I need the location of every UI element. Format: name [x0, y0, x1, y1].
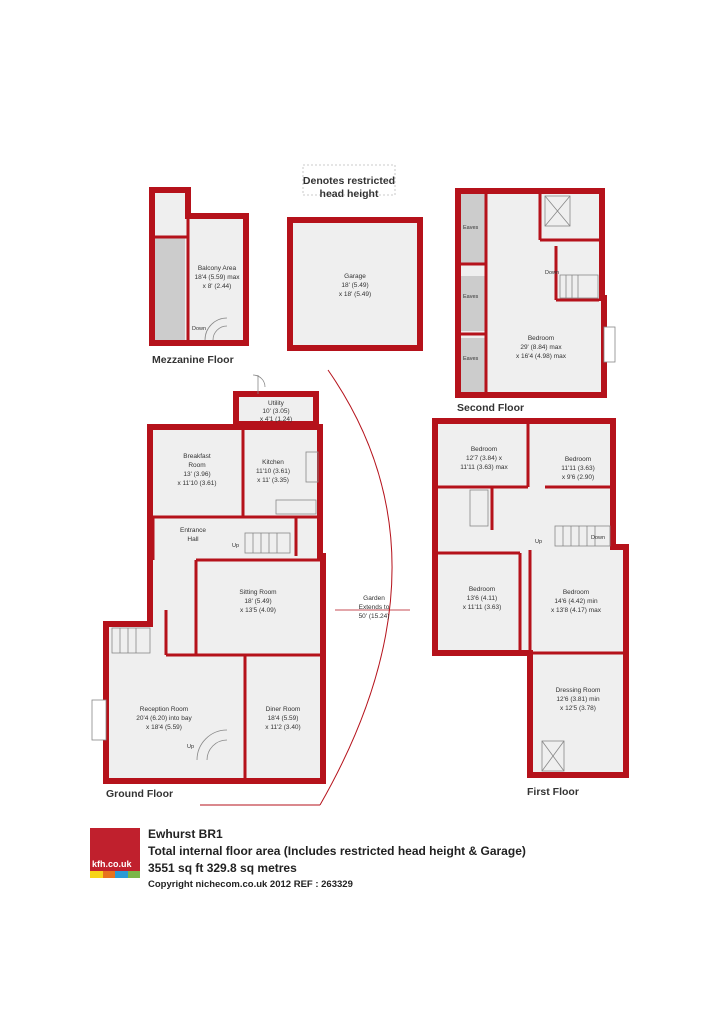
kitchen-dim2: x 11' (3.35)	[257, 477, 289, 484]
reception-name: Reception Room	[140, 706, 188, 713]
floor-area-note: Total internal floor area (Includes rest…	[148, 844, 526, 858]
entrance-name-2: Hall	[187, 536, 199, 543]
sitting-dim2: x 13'5 (4.09)	[240, 607, 276, 614]
first-up-mark: Up	[535, 539, 542, 545]
dressing-dim1: 12'6 (3.81) min	[556, 696, 600, 703]
legend-line-2: head height	[320, 188, 379, 200]
property-info: Ewhurst BR1 Total internal floor area (I…	[148, 826, 526, 892]
second-down-mark: Down	[545, 270, 559, 276]
bed4-dim2: x 13'8 (4.17) max	[551, 607, 602, 614]
kitchen-name: Kitchen	[262, 459, 284, 466]
balcony-dim1: 18'4 (5.59) max	[195, 274, 241, 281]
first-floor-label: First Floor	[527, 786, 579, 798]
property-title: Ewhurst BR1	[148, 827, 223, 841]
garden-line-2: Extends to	[359, 604, 390, 611]
logo-strip-blue	[115, 871, 128, 878]
first-down-mark: Down	[591, 535, 605, 541]
diner-dim1: 18'4 (5.59)	[268, 715, 299, 722]
dressing-dim2: x 12'5 (3.78)	[560, 705, 596, 712]
logo-colour-strip	[90, 871, 140, 878]
bed1-name: Bedroom	[471, 446, 497, 453]
second-bedroom-name: Bedroom	[528, 335, 554, 342]
eaves-mark-1: Eaves	[463, 225, 479, 231]
balcony-dim2: x 8' (2.44)	[203, 283, 232, 290]
dressing-name: Dressing Room	[556, 687, 601, 694]
eaves-mark-2: Eaves	[463, 294, 479, 300]
second-bedroom-dim2: x 16'4 (4.98) max	[516, 353, 567, 360]
garage-outline	[287, 217, 423, 351]
breakfast-name-1: Breakfast	[183, 453, 211, 460]
sitting-dim1: 18' (5.49)	[244, 598, 271, 605]
reception-dim1: 20'4 (6.20) into bay	[136, 715, 192, 722]
copyright-ref: Copyright nichecom.co.uk 2012 REF : 2633…	[148, 879, 353, 890]
bed4-name: Bedroom	[563, 589, 589, 596]
second-eaves-3	[461, 338, 486, 392]
restricted-legend-box	[302, 164, 396, 196]
mezzanine-floor-label: Mezzanine Floor	[152, 354, 234, 366]
breakfast-dim2: x 11'10 (3.61)	[177, 480, 216, 487]
garage-dim2: x 18' (5.49)	[339, 291, 371, 298]
bed2-name: Bedroom	[565, 456, 591, 463]
garage-dim1: 18' (5.49)	[341, 282, 368, 289]
breakfast-dim1: 13' (3.96)	[183, 471, 210, 478]
legend-line-1: Denotes restricted	[303, 175, 395, 187]
floor-area-value: 3551 sq ft 329.8 sq metres	[148, 861, 297, 875]
eaves-mark-3: Eaves	[463, 356, 479, 362]
mezzanine-down-mark: Down	[192, 326, 206, 332]
logo-strip-yellow	[90, 871, 103, 878]
mezzanine-restricted-strip	[155, 237, 185, 340]
bed2-dim1: 11'11 (3.63)	[561, 465, 595, 472]
kfh-logo: kfh.co.uk	[90, 828, 140, 878]
diner-dim2: x 11'2 (3.40)	[265, 724, 300, 731]
reception-dim2: x 18'4 (5.59)	[146, 724, 182, 731]
ground-up-mark: Up	[232, 543, 239, 549]
bed2-dim2: x 9'6 (2.90)	[562, 474, 594, 481]
logo-strip-green	[127, 871, 140, 878]
bed3-dim1: 13'6 (4.11)	[467, 595, 497, 602]
utility-name: Utility	[268, 400, 285, 407]
bed1-dim1: 12'7 (3.84) x	[466, 455, 503, 462]
second-floor-outline	[455, 188, 607, 398]
second-floor-label: Second Floor	[457, 402, 524, 414]
second-eaves-1	[461, 194, 486, 264]
balcony-name: Balcony Area	[198, 265, 237, 272]
kitchen-dim1: 11'10 (3.61)	[256, 468, 290, 475]
diner-name: Diner Room	[266, 706, 301, 713]
utility-dim1: 10' (3.05)	[262, 408, 289, 415]
bed1-dim2: 11'11 (3.63) max	[460, 464, 508, 471]
logo-text: kfh.co.uk	[92, 859, 132, 869]
bed3-dim2: x 11'11 (3.63)	[463, 604, 502, 611]
second-bedroom-dim1: 29' (8.84) max	[520, 344, 562, 351]
breakfast-name-2: Room	[188, 462, 205, 469]
garden-line-3: 50' (15.24)	[359, 613, 390, 620]
garden-line-1: Garden	[363, 595, 385, 602]
bed3-name: Bedroom	[469, 586, 495, 593]
garage-name: Garage	[344, 273, 366, 280]
sitting-name: Sitting Room	[239, 589, 276, 596]
utility-dim2: x 4'1 (1.24)	[260, 416, 292, 423]
entrance-name-1: Entrance	[180, 527, 206, 534]
logo-strip-orange	[102, 871, 115, 878]
ground-floor-label: Ground Floor	[106, 788, 173, 800]
reception-up-mark: Up	[187, 744, 194, 750]
second-eaves-2	[461, 276, 486, 331]
bed4-dim1: 14'6 (4.42) min	[554, 598, 598, 605]
